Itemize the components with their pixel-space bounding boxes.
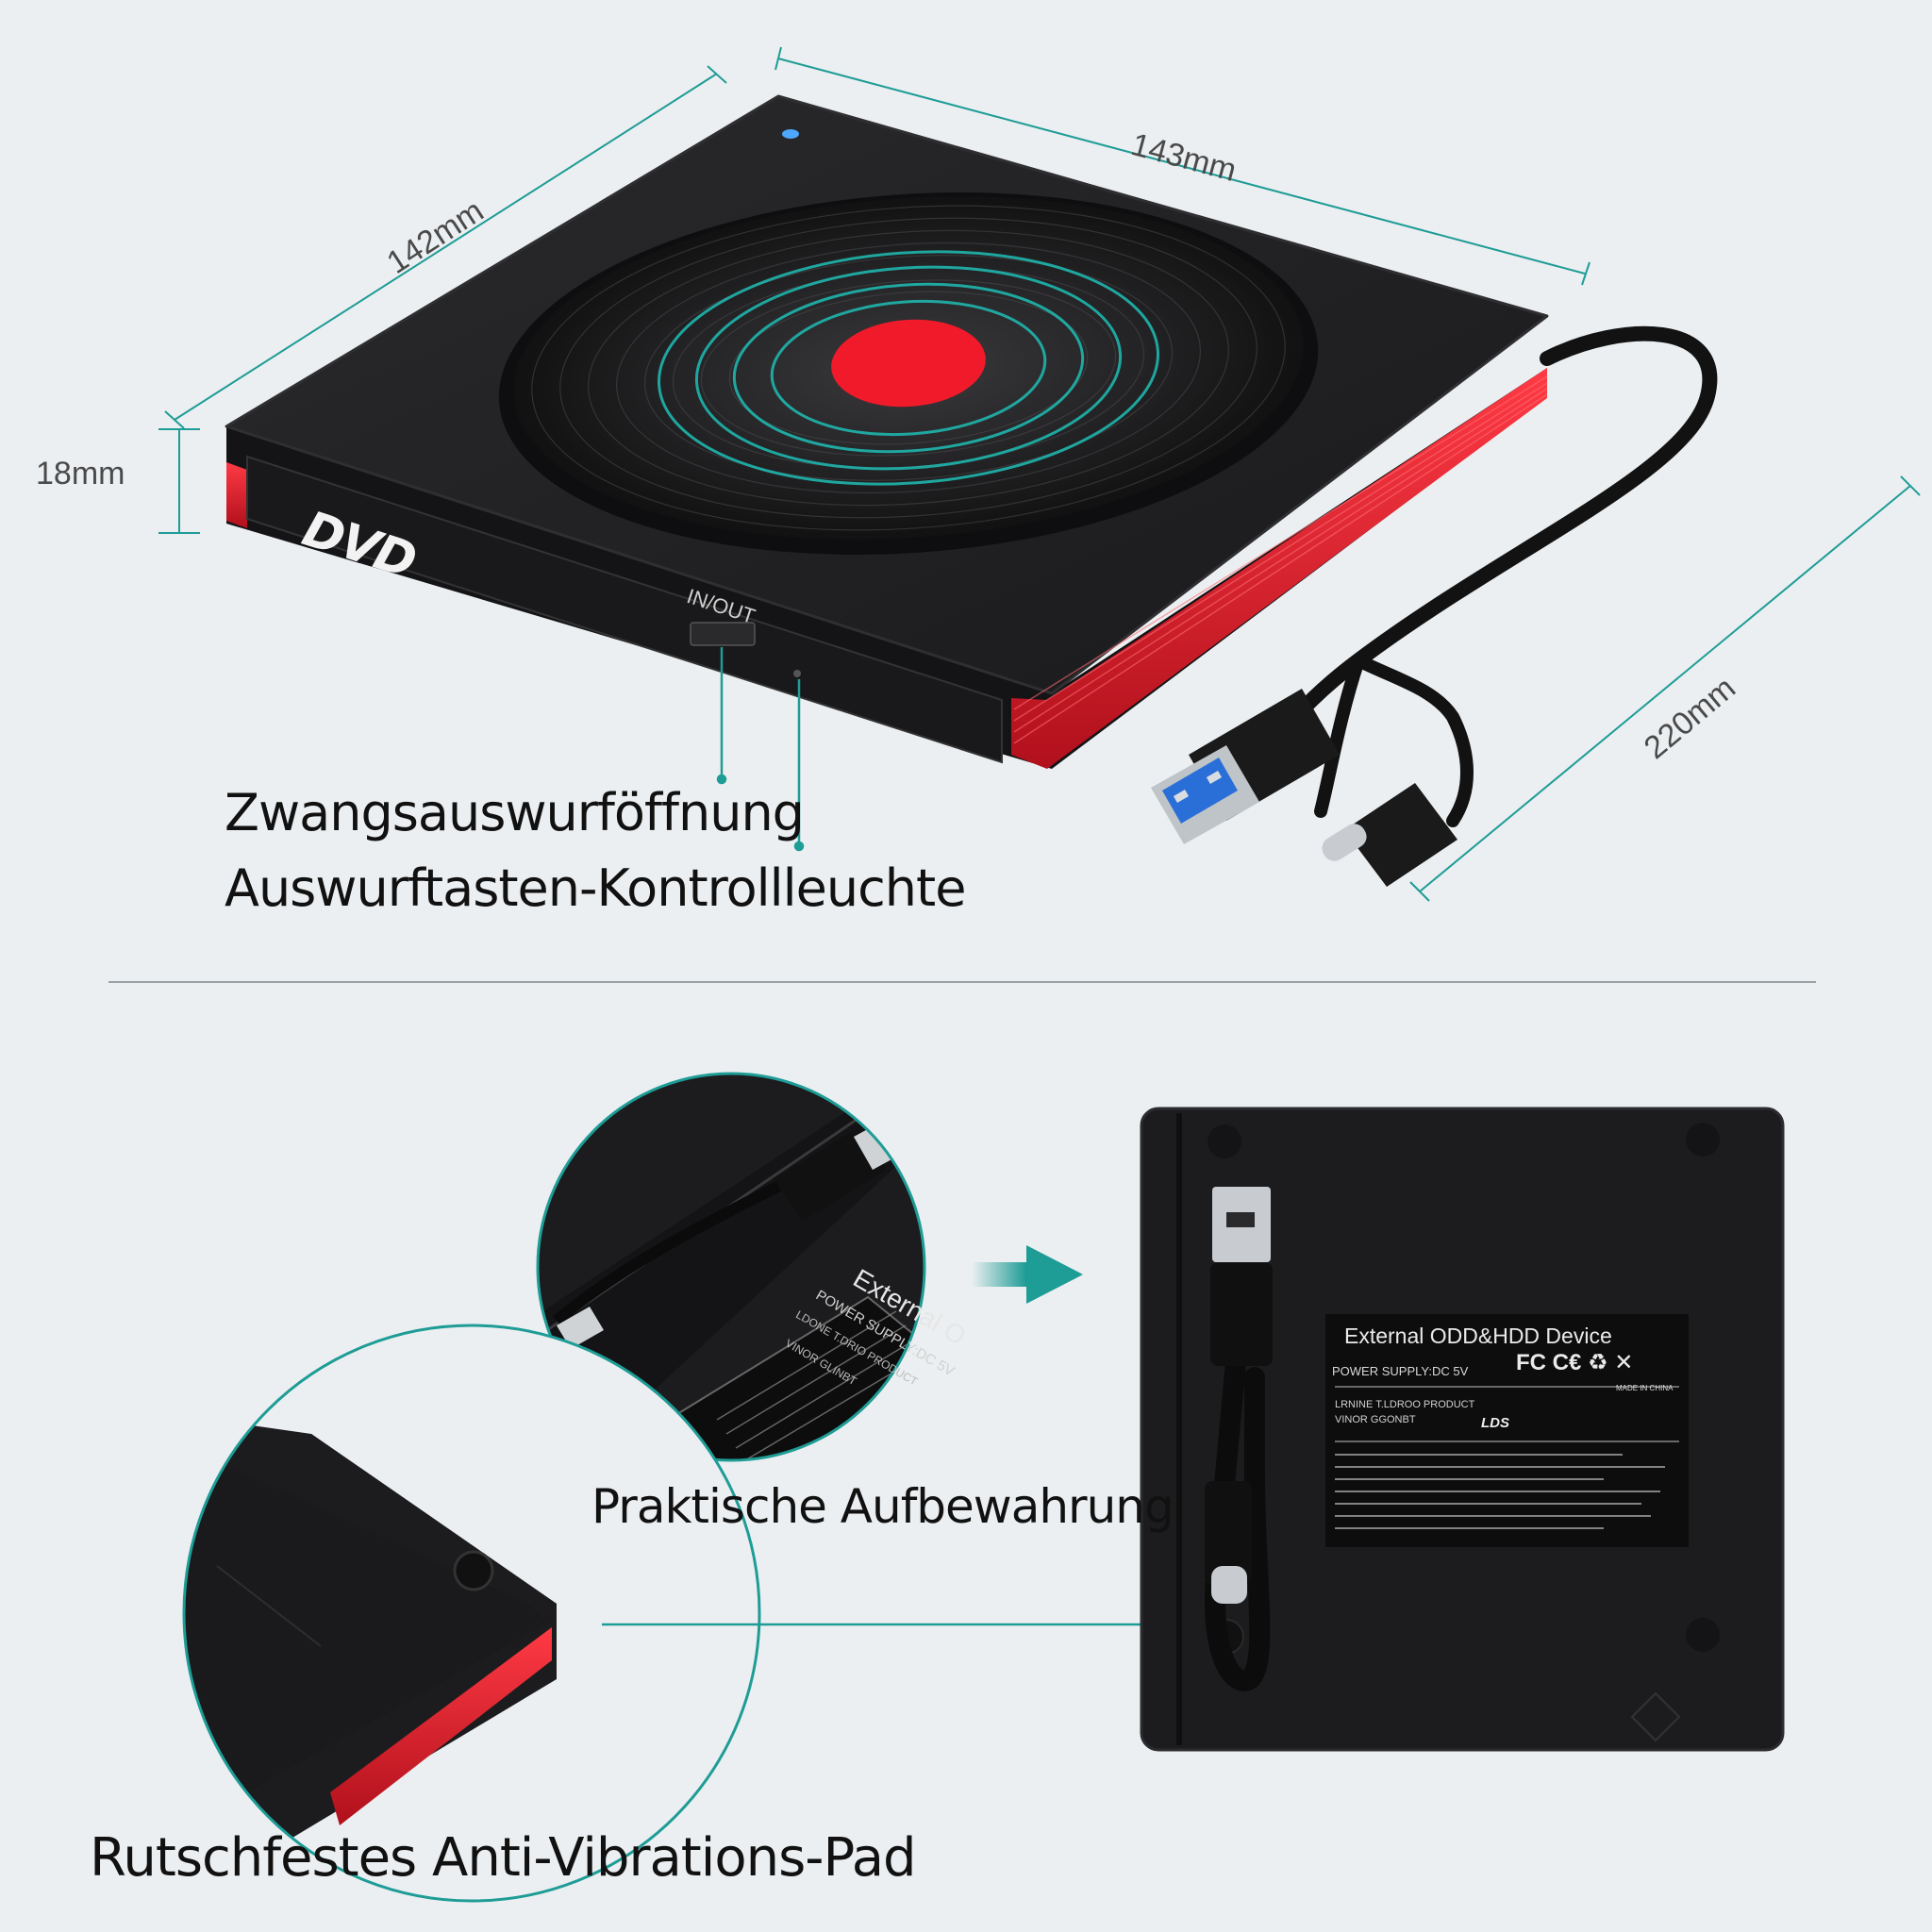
rubber-foot-icon <box>1208 1124 1241 1158</box>
dim-height: 18mm <box>36 456 125 491</box>
certification-marks: FC C€ ♻ ✕ <box>1516 1350 1634 1375</box>
device-label-title: External ODD&HDD Device <box>1344 1324 1612 1348</box>
label-storage: Praktische Aufbewahrung <box>591 1479 1174 1534</box>
zoom-anti-slip-pad <box>182 1324 761 1903</box>
device-label <box>1325 1314 1689 1547</box>
callout-lines-top <box>716 647 805 852</box>
device-label-vendor: VINOR GGONBT <box>1335 1414 1416 1425</box>
brand-logo: LDS <box>1481 1415 1509 1431</box>
usb-c-plug-icon <box>1211 1566 1247 1604</box>
rubber-foot-icon <box>1686 1618 1720 1652</box>
dvd-drive <box>225 94 1549 769</box>
device-label-made-in: MADE IN CHINA <box>1616 1384 1674 1392</box>
label-eject-hole: Zwangsauswurföffnung <box>225 783 805 842</box>
usb-cable <box>1266 325 1718 827</box>
dimension-lines <box>158 46 1921 902</box>
drive-bottom-view <box>1140 1107 1785 1752</box>
device-label-product: LRNINE T.LDROO PRODUCT <box>1335 1399 1475 1410</box>
label-eject-led: Auswurftasten-Kontrollleuchte <box>225 858 966 918</box>
in-out-button[interactable] <box>690 622 756 646</box>
label-pad: Rutschfestes Anti-Vibrations-Pad <box>90 1827 917 1889</box>
arrow-icon <box>972 1245 1083 1304</box>
usb-a-connector <box>1151 689 1340 844</box>
eject-led <box>793 670 801 677</box>
disc-recess <box>498 192 1319 555</box>
rubber-foot-icon <box>453 1550 494 1591</box>
device-label-power: POWER SUPPLY:DC 5V <box>1332 1364 1469 1378</box>
rubber-foot-icon <box>1686 1123 1720 1157</box>
usb-c-connector <box>1322 783 1457 887</box>
